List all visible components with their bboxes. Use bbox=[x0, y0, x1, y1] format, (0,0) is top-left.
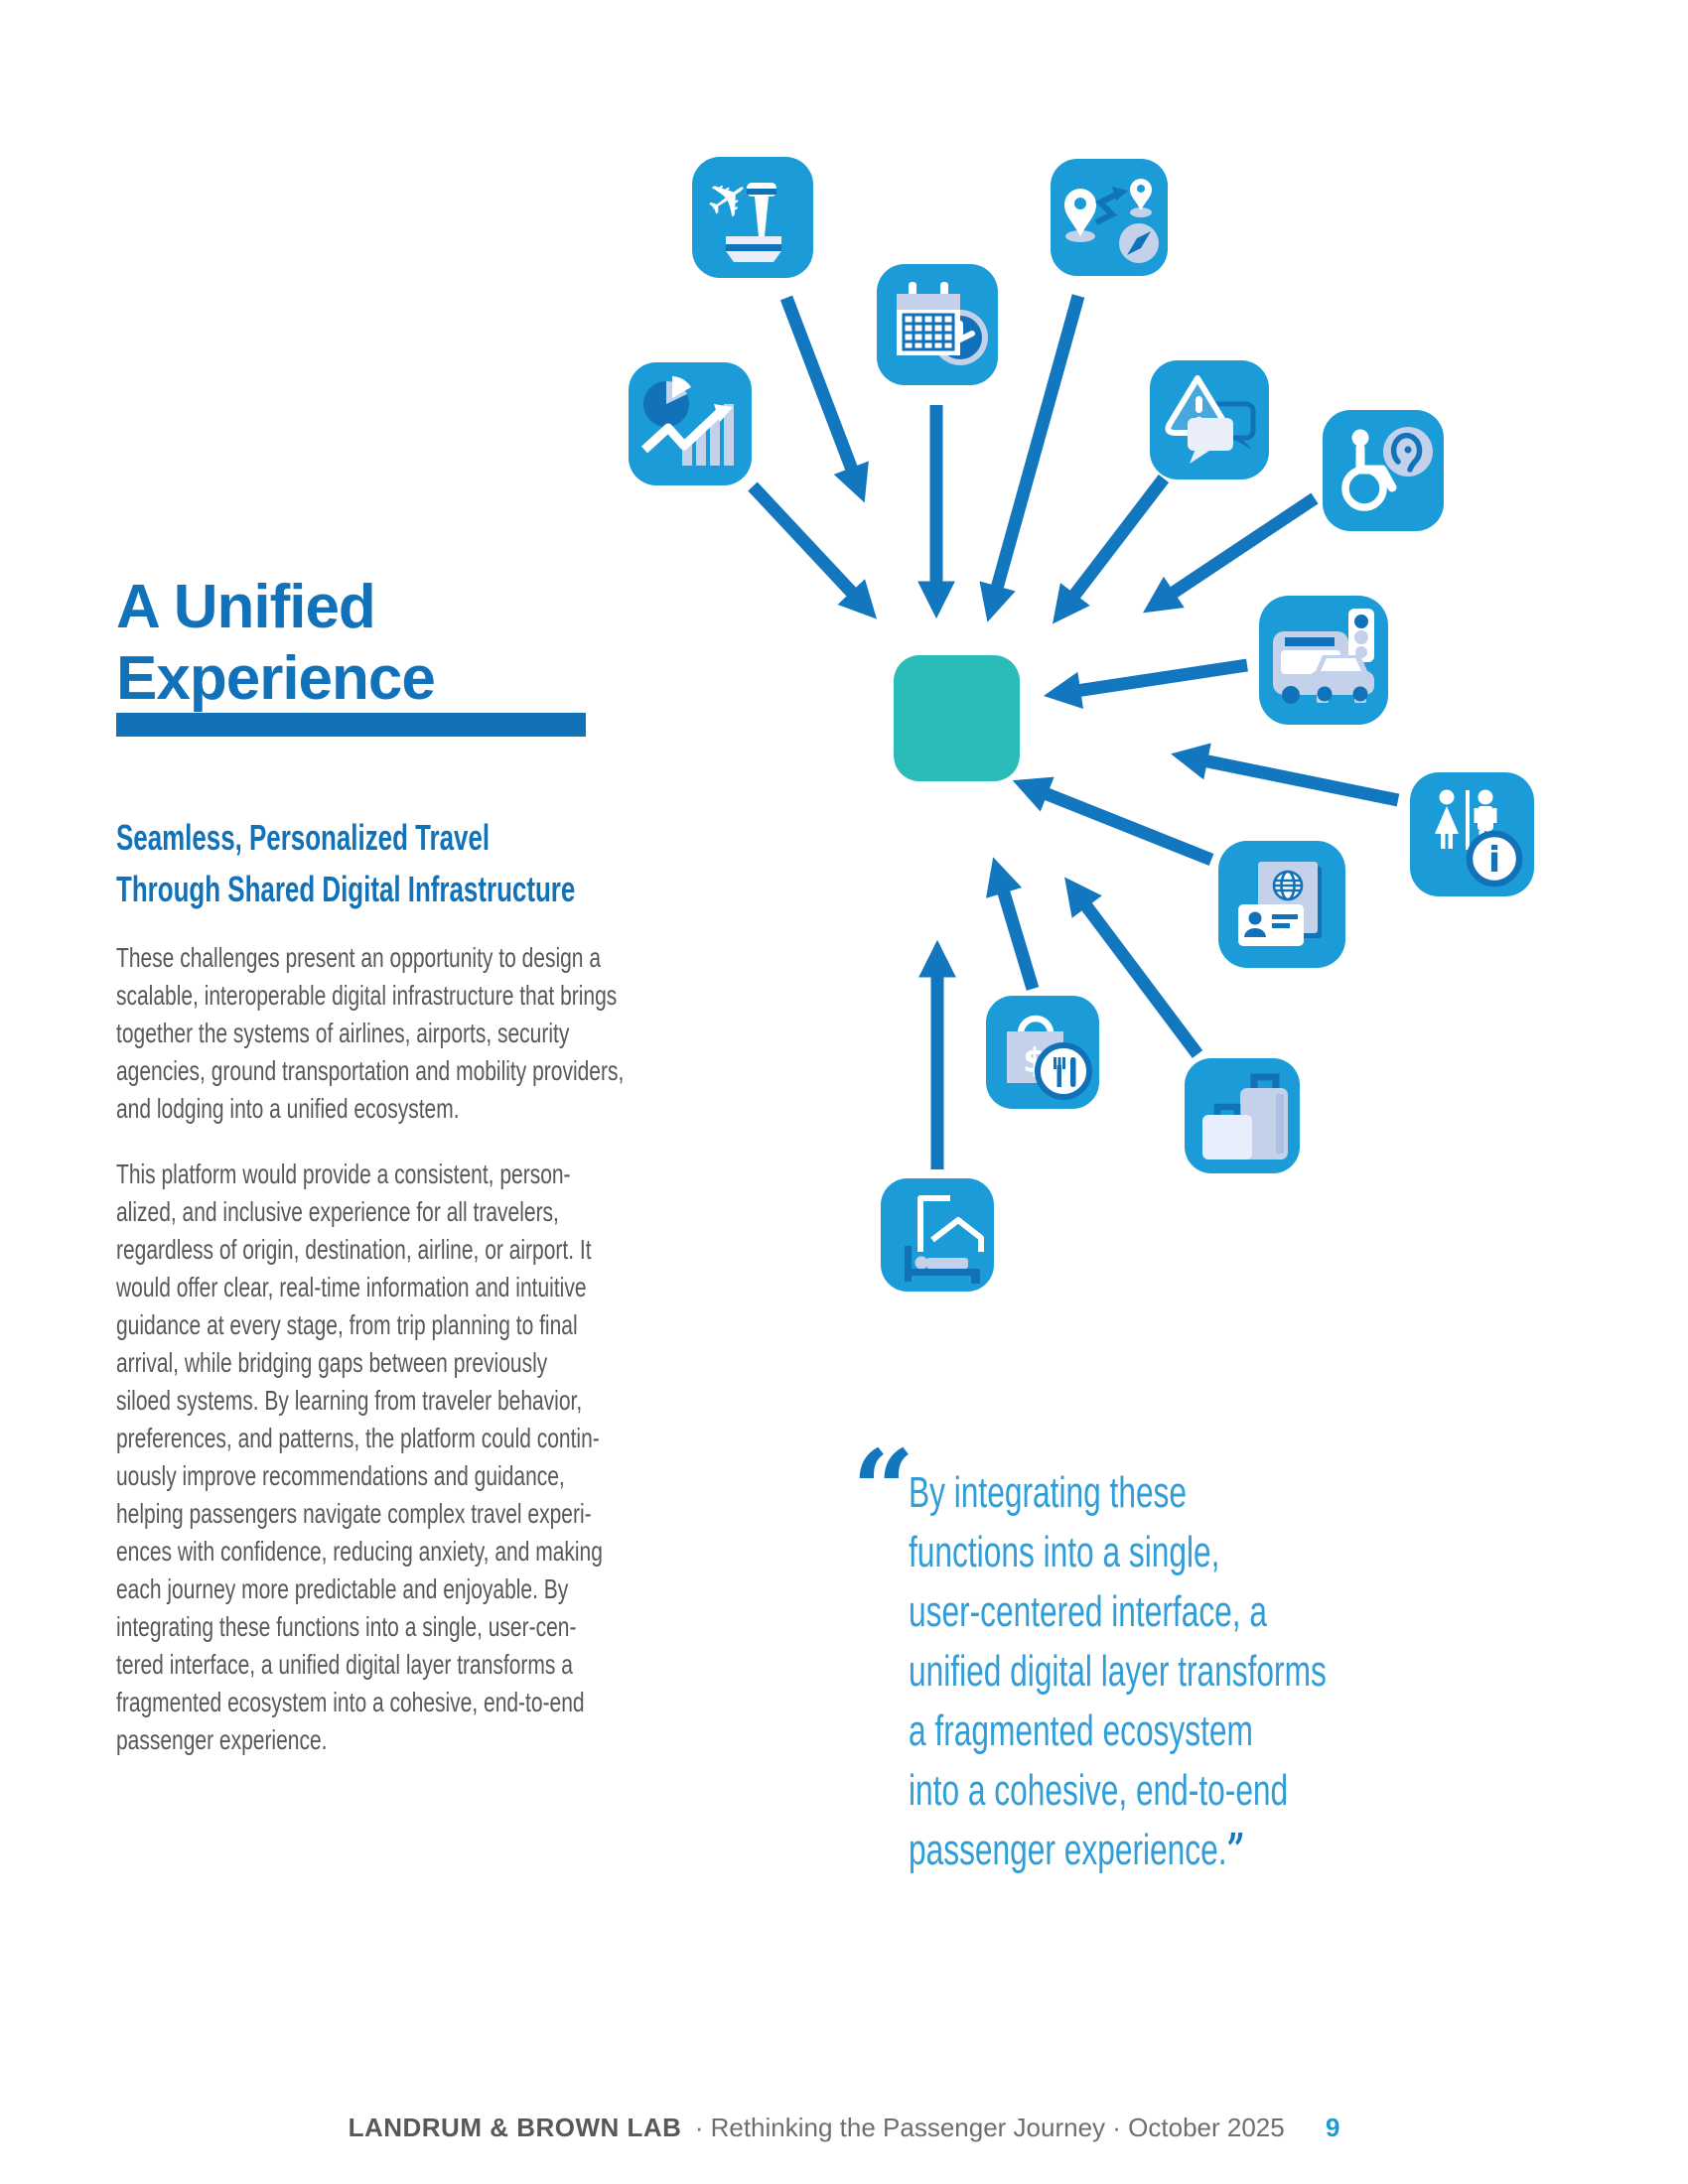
arrow-from-airport bbox=[779, 295, 869, 503]
baggage-luggage-icon bbox=[1185, 1058, 1300, 1173]
footer-brand: LANDRUM & BROWN LAB bbox=[348, 2113, 682, 2142]
convergence-arrows bbox=[748, 294, 1400, 1169]
arrow-from-passport bbox=[1012, 776, 1214, 867]
arrow-from-accessibility bbox=[1143, 492, 1319, 614]
open-quote-mark: “ bbox=[852, 1426, 915, 1554]
pull-quote-body: By integrating these functions into a si… bbox=[909, 1468, 1327, 1874]
arrow-from-shopping bbox=[985, 857, 1040, 991]
close-quote-mark: ” bbox=[1226, 1825, 1245, 1875]
shopping-dining-icon: $ bbox=[986, 996, 1099, 1109]
body-paragraph-2: This platform would provide a consistent… bbox=[116, 1159, 603, 1755]
unified-experience-diagram: ✈ bbox=[629, 157, 1534, 1292]
airport-airplane-tower-icon: ✈ bbox=[692, 157, 813, 278]
accessibility-wheelchair-hearing-icon bbox=[1323, 410, 1444, 531]
pull-quote-text: By integrating these functions into a si… bbox=[909, 1463, 1423, 1880]
arrow-from-route bbox=[979, 294, 1085, 622]
footer-document-title: · Rethinking the Passenger Journey · Oct… bbox=[694, 2113, 1285, 2142]
trip-route-map-icon bbox=[1051, 159, 1168, 276]
body-paragraph-1: These challenges present an opportunity … bbox=[116, 942, 625, 1124]
calendar-clock-icon bbox=[877, 264, 998, 385]
page-title: A Unified Experience bbox=[116, 572, 436, 713]
central-platform-tile bbox=[894, 655, 1020, 781]
data-analytics-chart-icon bbox=[629, 362, 752, 485]
alert-messaging-icon bbox=[1150, 360, 1269, 479]
arrow-from-restroom bbox=[1171, 743, 1400, 807]
arrow-from-bus bbox=[1043, 658, 1248, 709]
passport-identity-icon bbox=[1218, 841, 1345, 968]
arrow-from-luggage bbox=[1064, 877, 1203, 1058]
arrow-from-chart bbox=[748, 481, 878, 619]
page-footer: LANDRUM & BROWN LAB · Rethinking the Pas… bbox=[0, 2113, 1688, 2143]
section-subtitle: Seamless, Personalized Travel Through Sh… bbox=[116, 816, 576, 909]
ground-transport-bus-car-icon bbox=[1259, 596, 1388, 725]
restroom-information-icon: i bbox=[1410, 772, 1534, 896]
arrow-from-alert bbox=[1052, 475, 1170, 624]
footer-page-number: 9 bbox=[1325, 2113, 1340, 2142]
svg-text:i: i bbox=[1488, 840, 1500, 881]
hotel-lodging-icon bbox=[881, 1178, 994, 1292]
title-rule bbox=[116, 713, 586, 737]
